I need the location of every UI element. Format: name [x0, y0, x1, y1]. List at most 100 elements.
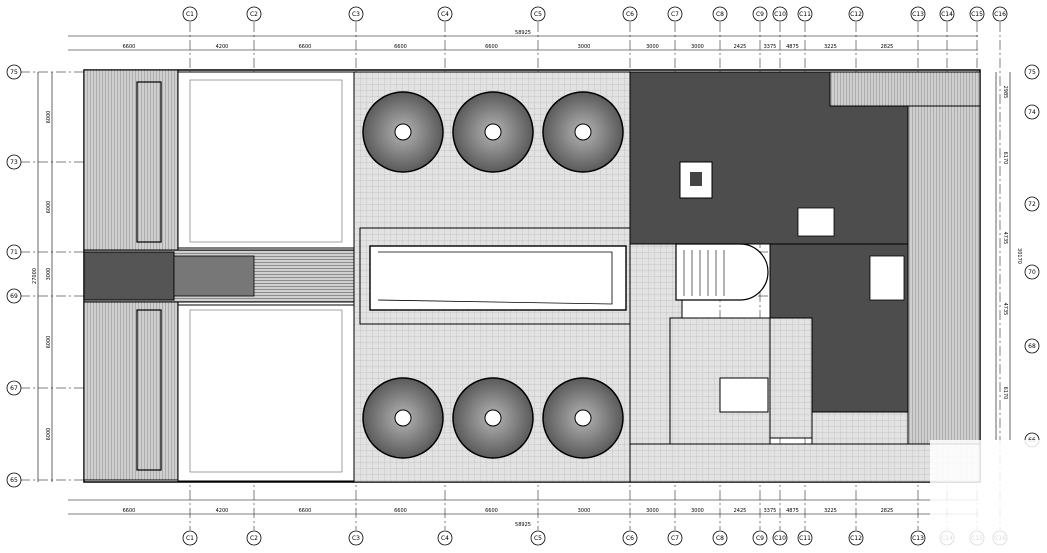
- bottom-axis-bubble: C13: [910, 530, 926, 546]
- tank-4: [362, 377, 444, 459]
- tank-2: [452, 91, 534, 173]
- top-dimension: 2825: [881, 44, 894, 50]
- bottom-dimension: 6600: [299, 508, 312, 514]
- svg-text:C7: C7: [671, 535, 679, 542]
- left-axis-bubble: 69: [6, 288, 22, 304]
- left-axis-bubble: 75: [6, 64, 22, 80]
- left-axis-bubble: 65: [6, 472, 22, 488]
- left-total-dimension: 27000: [32, 268, 38, 284]
- bottom-dimension: 4875: [786, 508, 799, 514]
- right-dimension: 4735: [1002, 303, 1008, 316]
- svg-text:C1: C1: [186, 535, 194, 542]
- svg-text:74: 74: [1028, 109, 1036, 116]
- svg-text:C12: C12: [850, 535, 862, 542]
- svg-text:C10: C10: [774, 11, 786, 18]
- top-axis-bubble: C1: [182, 6, 198, 22]
- bottom-dimension: 3000: [578, 508, 591, 514]
- top-dimension: 2425: [734, 44, 747, 50]
- left-dimension: 6000: [46, 336, 52, 349]
- svg-text:69: 69: [10, 293, 18, 300]
- top-axis-bubble: C13: [910, 6, 926, 22]
- left-axis-bubble: 73: [6, 154, 22, 170]
- top-axis-bubble: C2: [246, 6, 262, 22]
- top-dimension: 6600: [299, 44, 312, 50]
- bottom-axis-bubble: C11: [797, 530, 813, 546]
- svg-text:C7: C7: [671, 11, 679, 18]
- bottom-axis-bubble: C10: [772, 530, 788, 546]
- svg-text:C9: C9: [756, 11, 764, 18]
- svg-text:C10: C10: [774, 535, 786, 542]
- right-axis-bubble: 68: [1024, 338, 1040, 354]
- bottom-dimension: 6600: [485, 508, 498, 514]
- top-axis-bubble: C15: [969, 6, 985, 22]
- top-axis-bubble: C4: [437, 6, 453, 22]
- top-total-dimension: 58925: [515, 30, 531, 36]
- right-wing: [629, 71, 981, 483]
- left-dimension: 6000: [46, 428, 52, 441]
- bottom-dimension: 6600: [394, 508, 407, 514]
- top-axis-bubble: C12: [848, 6, 864, 22]
- axis-bubbles: C1C1C2C2C3C3C4C4C5C5C6C6C7C7C8C8C9C9C10C…: [6, 6, 1040, 546]
- right-axis-bubble: 74: [1024, 104, 1040, 120]
- left-axis-bubble: 71: [6, 244, 22, 260]
- top-axis-bubble: C8: [712, 6, 728, 22]
- bottom-axis-bubble: C7: [667, 530, 683, 546]
- svg-text:C8: C8: [716, 535, 724, 542]
- bottom-dimension: 2425: [734, 508, 747, 514]
- top-dimension: 4875: [786, 44, 799, 50]
- svg-text:70: 70: [1028, 269, 1036, 276]
- top-dimension: 3000: [578, 44, 591, 50]
- tank-6: [542, 377, 624, 459]
- bottom-dimension: 3000: [646, 508, 659, 514]
- bottom-axis-bubble: C6: [622, 530, 638, 546]
- bottom-axis-bubble: C1: [182, 530, 198, 546]
- svg-text:C14: C14: [941, 11, 953, 18]
- top-axis-bubble: C10: [772, 6, 788, 22]
- svg-text:C15: C15: [971, 11, 983, 18]
- svg-text:C4: C4: [441, 11, 449, 18]
- tank-3: [542, 91, 624, 173]
- svg-text:C5: C5: [534, 11, 542, 18]
- bottom-axis-bubble: C2: [246, 530, 262, 546]
- right-axis-bubble: 72: [1024, 196, 1040, 212]
- left-dimension: 6000: [46, 201, 52, 214]
- bottom-dimension: 3375: [764, 508, 777, 514]
- svg-text:C2: C2: [250, 11, 258, 18]
- svg-text:75: 75: [1028, 69, 1036, 76]
- left-dimension: 3000: [46, 268, 52, 281]
- top-dimension: 3000: [646, 44, 659, 50]
- top-dimension: 6600: [485, 44, 498, 50]
- left-dimension: 6000: [46, 111, 52, 124]
- bottom-dimension: 6600: [123, 508, 136, 514]
- svg-text:72: 72: [1028, 201, 1036, 208]
- svg-text:C16: C16: [994, 11, 1006, 18]
- top-axis-bubble: C3: [348, 6, 364, 22]
- top-axis-bubble: C9: [752, 6, 768, 22]
- tank-5: [452, 377, 534, 459]
- svg-text:C11: C11: [799, 11, 811, 18]
- svg-text:68: 68: [1028, 343, 1036, 350]
- svg-text:C12: C12: [850, 11, 862, 18]
- bottom-axis-bubble: C8: [712, 530, 728, 546]
- top-axis-bubble: C6: [622, 6, 638, 22]
- svg-text:C4: C4: [441, 535, 449, 542]
- top-dimension: 3375: [764, 44, 777, 50]
- right-dimension: 4735: [1002, 232, 1008, 245]
- bottom-axis-bubble: C4: [437, 530, 453, 546]
- svg-text:65: 65: [10, 477, 18, 484]
- bottom-axis-bubble: C12: [848, 530, 864, 546]
- svg-text:C6: C6: [626, 11, 634, 18]
- dimension-lines: [37, 35, 1011, 515]
- svg-text:C2: C2: [250, 535, 258, 542]
- top-axis-bubble: C14: [939, 6, 955, 22]
- left-axis-bubble: 67: [6, 380, 22, 396]
- bottom-total-dimension: 58925: [515, 522, 531, 528]
- svg-text:C3: C3: [352, 11, 360, 18]
- top-axis-bubble: C16: [992, 6, 1008, 22]
- svg-text:75: 75: [10, 69, 18, 76]
- right-dimension: 6170: [1002, 152, 1008, 165]
- svg-text:C1: C1: [186, 11, 194, 18]
- top-dimension: 6600: [394, 44, 407, 50]
- top-axis-bubble: C11: [797, 6, 813, 22]
